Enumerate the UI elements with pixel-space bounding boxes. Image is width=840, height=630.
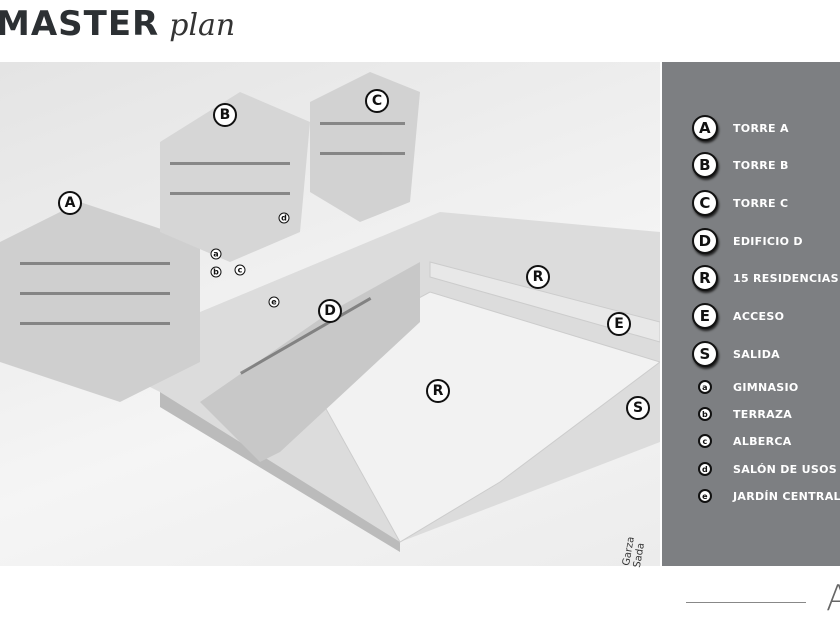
divider	[686, 602, 806, 603]
legend-key-badge: E	[692, 303, 718, 329]
legend-item: d SALÓN DE USOS M	[692, 462, 840, 476]
marker-a-small[interactable]: a	[210, 248, 222, 260]
legend-key-badge: B	[692, 152, 718, 178]
legend-key-badge: A	[692, 115, 718, 141]
legend-label: TORRE A	[733, 121, 789, 135]
legend-label: SALÓN DE USOS M	[733, 462, 840, 476]
legend-item: a GIMNASIO	[692, 380, 799, 394]
legend-key-badge: R	[692, 265, 718, 291]
site-model-photo: A B C D R R E S a b c d e Garza Sada	[0, 62, 662, 569]
legend-item: R 15 RESIDENCIAS	[692, 265, 839, 291]
title-bold: MASTER	[0, 4, 160, 44]
marker-r[interactable]: R	[426, 379, 450, 403]
legend-label: ACCESO	[733, 309, 785, 323]
title-italic: plan	[169, 8, 236, 43]
legend-key-badge: d	[698, 462, 712, 476]
legend-item: C TORRE C	[692, 190, 788, 216]
legend-item: c ALBERCA	[692, 434, 792, 448]
legend-key-badge: a	[698, 380, 712, 394]
marker-d-small[interactable]: d	[278, 212, 290, 224]
legend-key-badge: c	[698, 434, 712, 448]
page-title: MASTER plan	[0, 4, 235, 44]
marker-s[interactable]: S	[626, 396, 650, 420]
legend-item: e JARDÍN CENTRAL	[692, 489, 840, 503]
marker-c[interactable]: C	[365, 89, 389, 113]
legend-item: D EDIFICIO D	[692, 228, 803, 254]
legend-label: JARDÍN CENTRAL	[733, 489, 840, 503]
legend-panel: A TORRE A B TORRE B C TORRE C D EDIFICIO D R 15 R…	[662, 62, 840, 566]
legend-key-badge: e	[698, 489, 712, 503]
legend-key-badge: b	[698, 407, 712, 421]
marker-e-small[interactable]: e	[268, 296, 280, 308]
legend-item: A TORRE A	[692, 115, 789, 141]
legend-label: TORRE B	[733, 158, 789, 172]
legend-key-badge: D	[692, 228, 718, 254]
legend-key-badge: C	[692, 190, 718, 216]
legend-label: EDIFICIO D	[733, 234, 803, 248]
model-illustration	[0, 72, 662, 552]
legend-item: S SALIDA	[692, 341, 780, 367]
legend-label: SALIDA	[733, 347, 780, 361]
legend-label: ALBERCA	[733, 434, 792, 448]
marker-b[interactable]: B	[213, 103, 237, 127]
legend-label: GIMNASIO	[733, 380, 799, 394]
marker-r[interactable]: R	[526, 265, 550, 289]
legend-item: E ACCESO	[692, 303, 784, 329]
legend-label: TERRAZA	[733, 407, 793, 421]
legend-item: B TORRE B	[692, 152, 789, 178]
marker-a[interactable]: A	[58, 191, 82, 215]
marker-d[interactable]: D	[318, 299, 342, 323]
legend-key-badge: S	[692, 341, 718, 367]
legend-label: 15 RESIDENCIAS	[733, 271, 839, 285]
marker-b-small[interactable]: b	[210, 266, 222, 278]
marker-e[interactable]: E	[607, 312, 631, 336]
legend-label: TORRE C	[733, 196, 789, 210]
footer-letter: A	[826, 578, 840, 619]
marker-c-small[interactable]: c	[234, 264, 246, 276]
legend-item: b TERRAZA	[692, 407, 792, 421]
